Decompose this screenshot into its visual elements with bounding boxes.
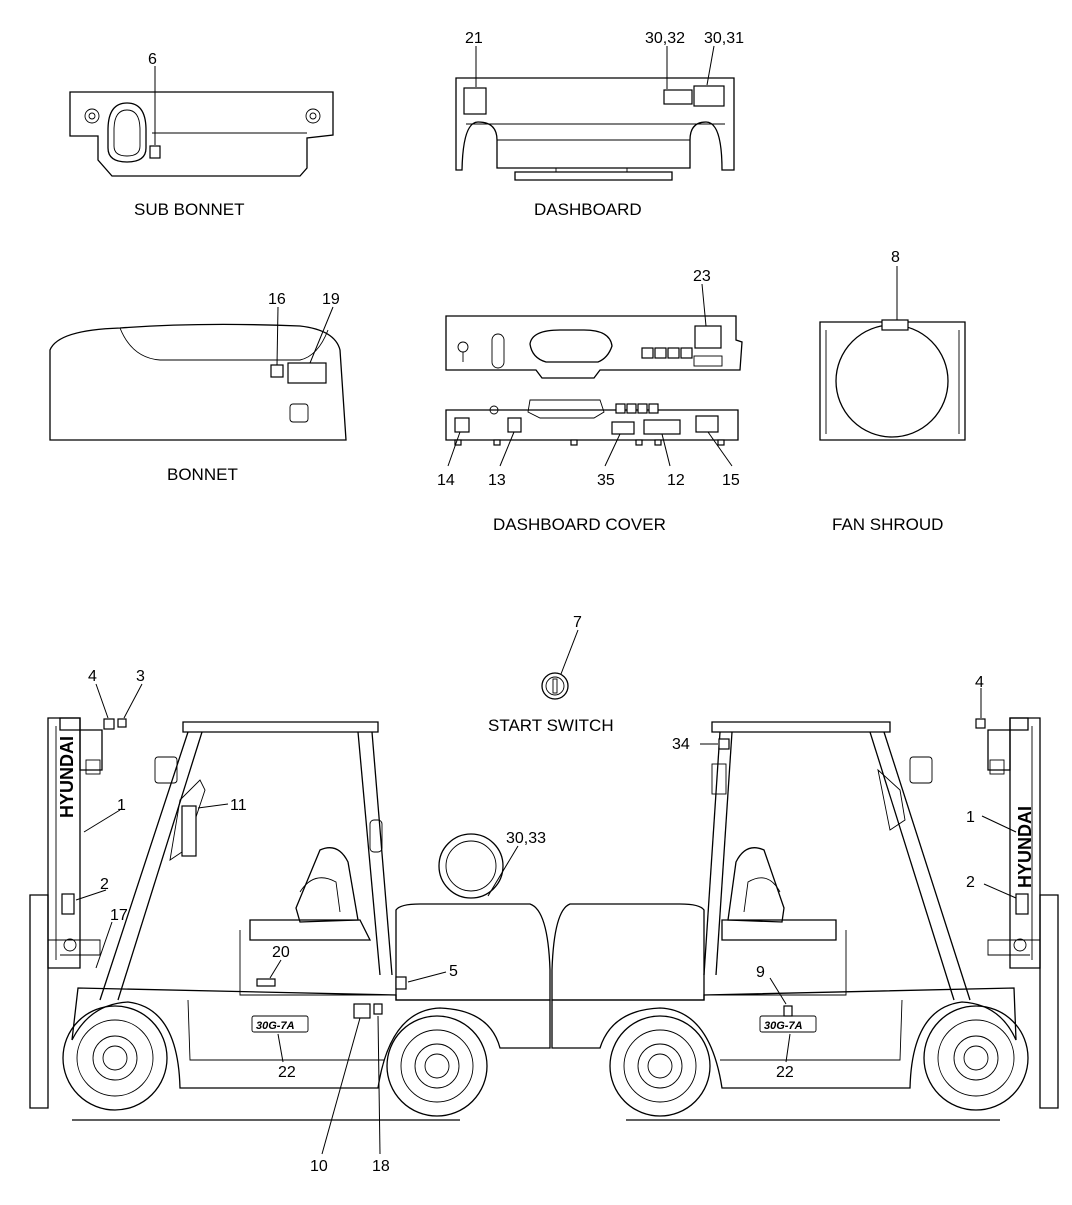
callout-9: 9: [756, 964, 765, 981]
callout-17: 17: [110, 907, 128, 924]
front-wheel-right: [923, 1005, 1029, 1111]
callout-11: 11: [230, 797, 247, 814]
caption-dashboard-cover: DASHBOARD COVER: [493, 515, 666, 534]
callout-15: 15: [722, 472, 740, 489]
decal-34: [718, 738, 730, 750]
caption-fan-shroud: FAN SHROUD: [832, 515, 943, 534]
callout-12: 12: [667, 472, 685, 489]
mast-brand-right: HYUNDAI: [1015, 806, 1035, 888]
fan-shroud: 8 FAN SHROUD: [819, 249, 966, 534]
dashboard-cover: 23 14 13 35 12 15 DASHBOARD COVER: [437, 268, 743, 534]
callout-30-33: 30,33: [506, 830, 546, 847]
callout-6: 6: [148, 51, 157, 68]
callout-22-left: 22: [278, 1064, 296, 1081]
decal-11: [181, 805, 197, 857]
decal-35: [611, 421, 635, 435]
decal-30-31: [693, 85, 725, 107]
dashboard: 21 30,32 30,31 DASHBOARD: [455, 30, 744, 219]
decal-5: [395, 976, 407, 990]
caption-dashboard: DASHBOARD: [534, 200, 642, 219]
callout-10: 10: [310, 1158, 328, 1175]
callout-18: 18: [372, 1158, 390, 1175]
callout-3-left: 3: [136, 668, 145, 685]
decal-9: [783, 1005, 793, 1017]
decal-19: [287, 362, 327, 384]
callout-23: 23: [693, 268, 711, 285]
decal-12: [643, 419, 681, 435]
mast-brand-left: HYUNDAI: [57, 736, 77, 818]
callout-5: 5: [449, 963, 458, 980]
decal-18: [373, 1003, 383, 1015]
model-plate-left: 30G-7A: [256, 1020, 295, 1032]
sub-bonnet: 6 SUB BONNET: [69, 51, 334, 219]
forklift-left-side: HYUNDAI 30G-7A: [29, 668, 551, 1175]
decal-13: [507, 417, 522, 433]
decal-21: [463, 87, 487, 115]
callout-4-right: 4: [975, 674, 984, 691]
rear-wheel-right: [609, 1015, 711, 1117]
caption-start-switch: START SWITCH: [488, 716, 614, 735]
callout-21: 21: [465, 30, 483, 47]
decal-3-left: [103, 718, 115, 730]
callout-13: 13: [488, 472, 506, 489]
decal-8: [881, 319, 909, 331]
bonnet: 16 19 BONNET: [49, 291, 347, 484]
decal-23: [694, 325, 722, 349]
caption-sub-bonnet: SUB BONNET: [134, 200, 245, 219]
callout-34: 34: [672, 736, 690, 753]
callout-14: 14: [437, 472, 455, 489]
decal-6: [149, 145, 161, 159]
decal-16: [270, 364, 284, 378]
callout-1-right: 1: [966, 809, 975, 826]
front-wheel-left: [62, 1005, 168, 1111]
rear-wheel-left: [386, 1015, 488, 1117]
decal-4-right: [975, 718, 986, 729]
model-plate-right: 30G-7A: [764, 1020, 803, 1032]
decal-20: [256, 978, 276, 987]
callout-35: 35: [597, 472, 615, 489]
decal-15: [695, 415, 719, 433]
start-switch: 7 START SWITCH: [488, 614, 614, 735]
decal-30-32: [663, 89, 693, 105]
decal-2-left: [61, 893, 75, 915]
callout-7: 7: [573, 614, 582, 631]
callout-1-left: 1: [117, 797, 126, 814]
callout-22-right: 22: [776, 1064, 794, 1081]
forklift-right-side: HYUNDAI 30G-7A: [551, 674, 1059, 1121]
decal-10: [353, 1003, 371, 1019]
caption-bonnet: BONNET: [167, 465, 238, 484]
callout-2-left: 2: [100, 876, 109, 893]
callout-20: 20: [272, 944, 290, 961]
callout-30-31: 30,31: [704, 30, 744, 47]
callout-30-32: 30,32: [645, 30, 685, 47]
decal-2-right: [1015, 893, 1029, 915]
decal-14: [454, 417, 470, 433]
callout-2-right: 2: [966, 874, 975, 891]
callout-8: 8: [891, 249, 900, 266]
callout-16: 16: [268, 291, 286, 308]
callout-19: 19: [322, 291, 340, 308]
callout-4-left: 4: [88, 668, 97, 685]
